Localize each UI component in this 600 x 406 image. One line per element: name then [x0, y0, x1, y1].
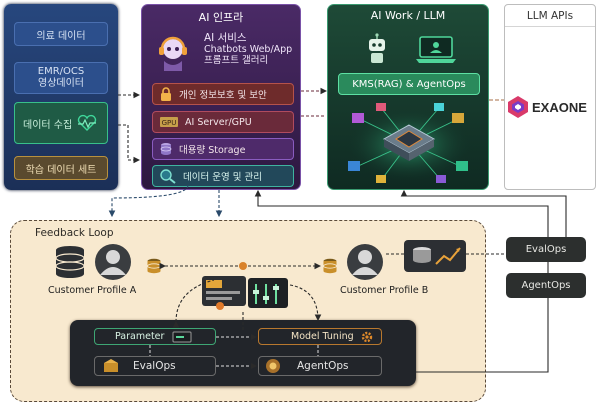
infra-down-arrows [108, 184, 223, 218]
data-collection-box: 데이터 수집 [14, 102, 108, 144]
data-to-infra-arrows [118, 91, 141, 164]
terminal-icon [172, 331, 192, 342]
laptop-icon [416, 36, 456, 63]
customer-profile-a-label: Customer Profile A [48, 285, 137, 296]
agentops-box: AgentOps [506, 273, 586, 298]
kms-rag-box: KMS(RAG) & AgentOps [338, 73, 480, 95]
chip-network-icon [345, 103, 473, 183]
training-dataset-label: 학습 데이터 세트 [25, 164, 97, 176]
ai-service-text: AI 서비스 Chatbots Web/App 프롬프트 갤러리 [204, 32, 293, 67]
box-icon [104, 359, 118, 372]
svg-text:GPU: GPU [162, 119, 177, 127]
ai-server-gpu-label: AI Server/GPU [185, 116, 252, 128]
lock-icon [161, 87, 171, 101]
exaone-brand: EXAONE [532, 99, 587, 115]
pipeline-panel: Parameter Model Tuning EvalOps AgentOps [70, 320, 416, 386]
agentops-label: AgentOps [521, 280, 571, 291]
model-tuning-label: Model Tuning [291, 331, 354, 342]
pipeline-evalops-box: EvalOps [94, 356, 216, 376]
evalops-box: EvalOps [506, 237, 586, 262]
data-sources-panel: 의료 데이터 EMR/OCS 영상데이터 데이터 수집 학습 데이터 세트 [4, 4, 118, 190]
gear-icon [361, 331, 372, 342]
storage-icon [160, 143, 172, 155]
kms-rag-label: KMS(RAG) & AgentOps [352, 78, 466, 90]
pipeline-evalops-label: EvalOps [133, 360, 176, 372]
ai-infra-panel: AI 인프라 AI 서비스 Chatbots Web/App 프롬프트 갤러리 … [141, 4, 301, 190]
ai-work-panel: AI Work / LLM KMS(RAG) & AgentOps [327, 4, 489, 190]
small-database-right-icon [323, 258, 337, 274]
profile-link-arrows [159, 253, 505, 270]
customer-profile-b-label: Customer Profile B [340, 285, 429, 296]
exaone-logo [508, 96, 528, 118]
gpu-chip-icon: GPU [160, 117, 178, 127]
ai-infra-title: AI 인프라 [198, 11, 244, 24]
heartbeat-icon [78, 114, 97, 131]
infra-to-work-arrows [301, 87, 328, 117]
magnifier-icon [160, 169, 176, 184]
pipeline-agentops-label: AgentOps [297, 360, 349, 372]
medical-data-label: 의료 데이터 [36, 30, 86, 42]
database-icon [55, 246, 85, 278]
prompt-gallery-label: 프롬프트 갤러리 [204, 55, 269, 66]
llm-apis-divider [505, 26, 595, 27]
imaging-data-label: 영상데이터 [38, 78, 84, 89]
model-tuning-box: Model Tuning [258, 328, 382, 345]
emr-ocs-label: EMR/OCS [37, 66, 85, 77]
medical-data-box: 의료 데이터 [14, 22, 108, 46]
loop-back-lines [254, 189, 567, 373]
headset-robot-icon [159, 36, 187, 71]
user-avatar-b-icon [347, 244, 383, 280]
data-ops-label: 데이터 운영 및 관리 [183, 172, 262, 183]
emr-ocs-box: EMR/OCS 영상데이터 [14, 62, 108, 94]
ai-work-title: AI Work / LLM [370, 9, 446, 22]
parameter-box: Parameter [94, 328, 216, 345]
storage-box: 대용량 Storage [152, 138, 294, 160]
storage-label: 대용량 Storage [179, 145, 246, 156]
chatbots-label: Chatbots Web/App [204, 44, 293, 55]
exaone-logo-group: EXAONE [507, 95, 587, 119]
agent-orb-icon [266, 359, 280, 373]
data-collection-label: 데이터 수집 [23, 119, 73, 131]
dashboard-icon [202, 276, 288, 310]
llm-apis-title: LLM APIs [526, 10, 574, 22]
ai-server-gpu-box: GPU AI Server/GPU [152, 111, 294, 133]
privacy-security-box: 개인 정보보호 및 보안 [152, 83, 294, 105]
evalops-label: EvalOps [525, 244, 567, 255]
pipeline-flow [149, 334, 319, 369]
user-avatar-icon [95, 244, 131, 280]
trend-chart-icon [404, 240, 466, 272]
feedback-loop-title: Feedback Loop [35, 227, 114, 239]
data-ops-box: 데이터 운영 및 관리 [152, 165, 294, 187]
training-dataset-box: 학습 데이터 세트 [14, 156, 108, 180]
llm-apis-panel: LLM APIs EXAONE [504, 4, 596, 190]
privacy-security-label: 개인 정보보호 및 보안 [179, 90, 267, 101]
hub-dot [239, 262, 247, 270]
robot-icon [369, 33, 385, 63]
pipeline-agentops-box: AgentOps [258, 356, 382, 376]
dashboard-arcs [172, 279, 322, 332]
ai-service-label: AI 서비스 [204, 32, 247, 44]
parameter-label: Parameter [115, 331, 165, 342]
